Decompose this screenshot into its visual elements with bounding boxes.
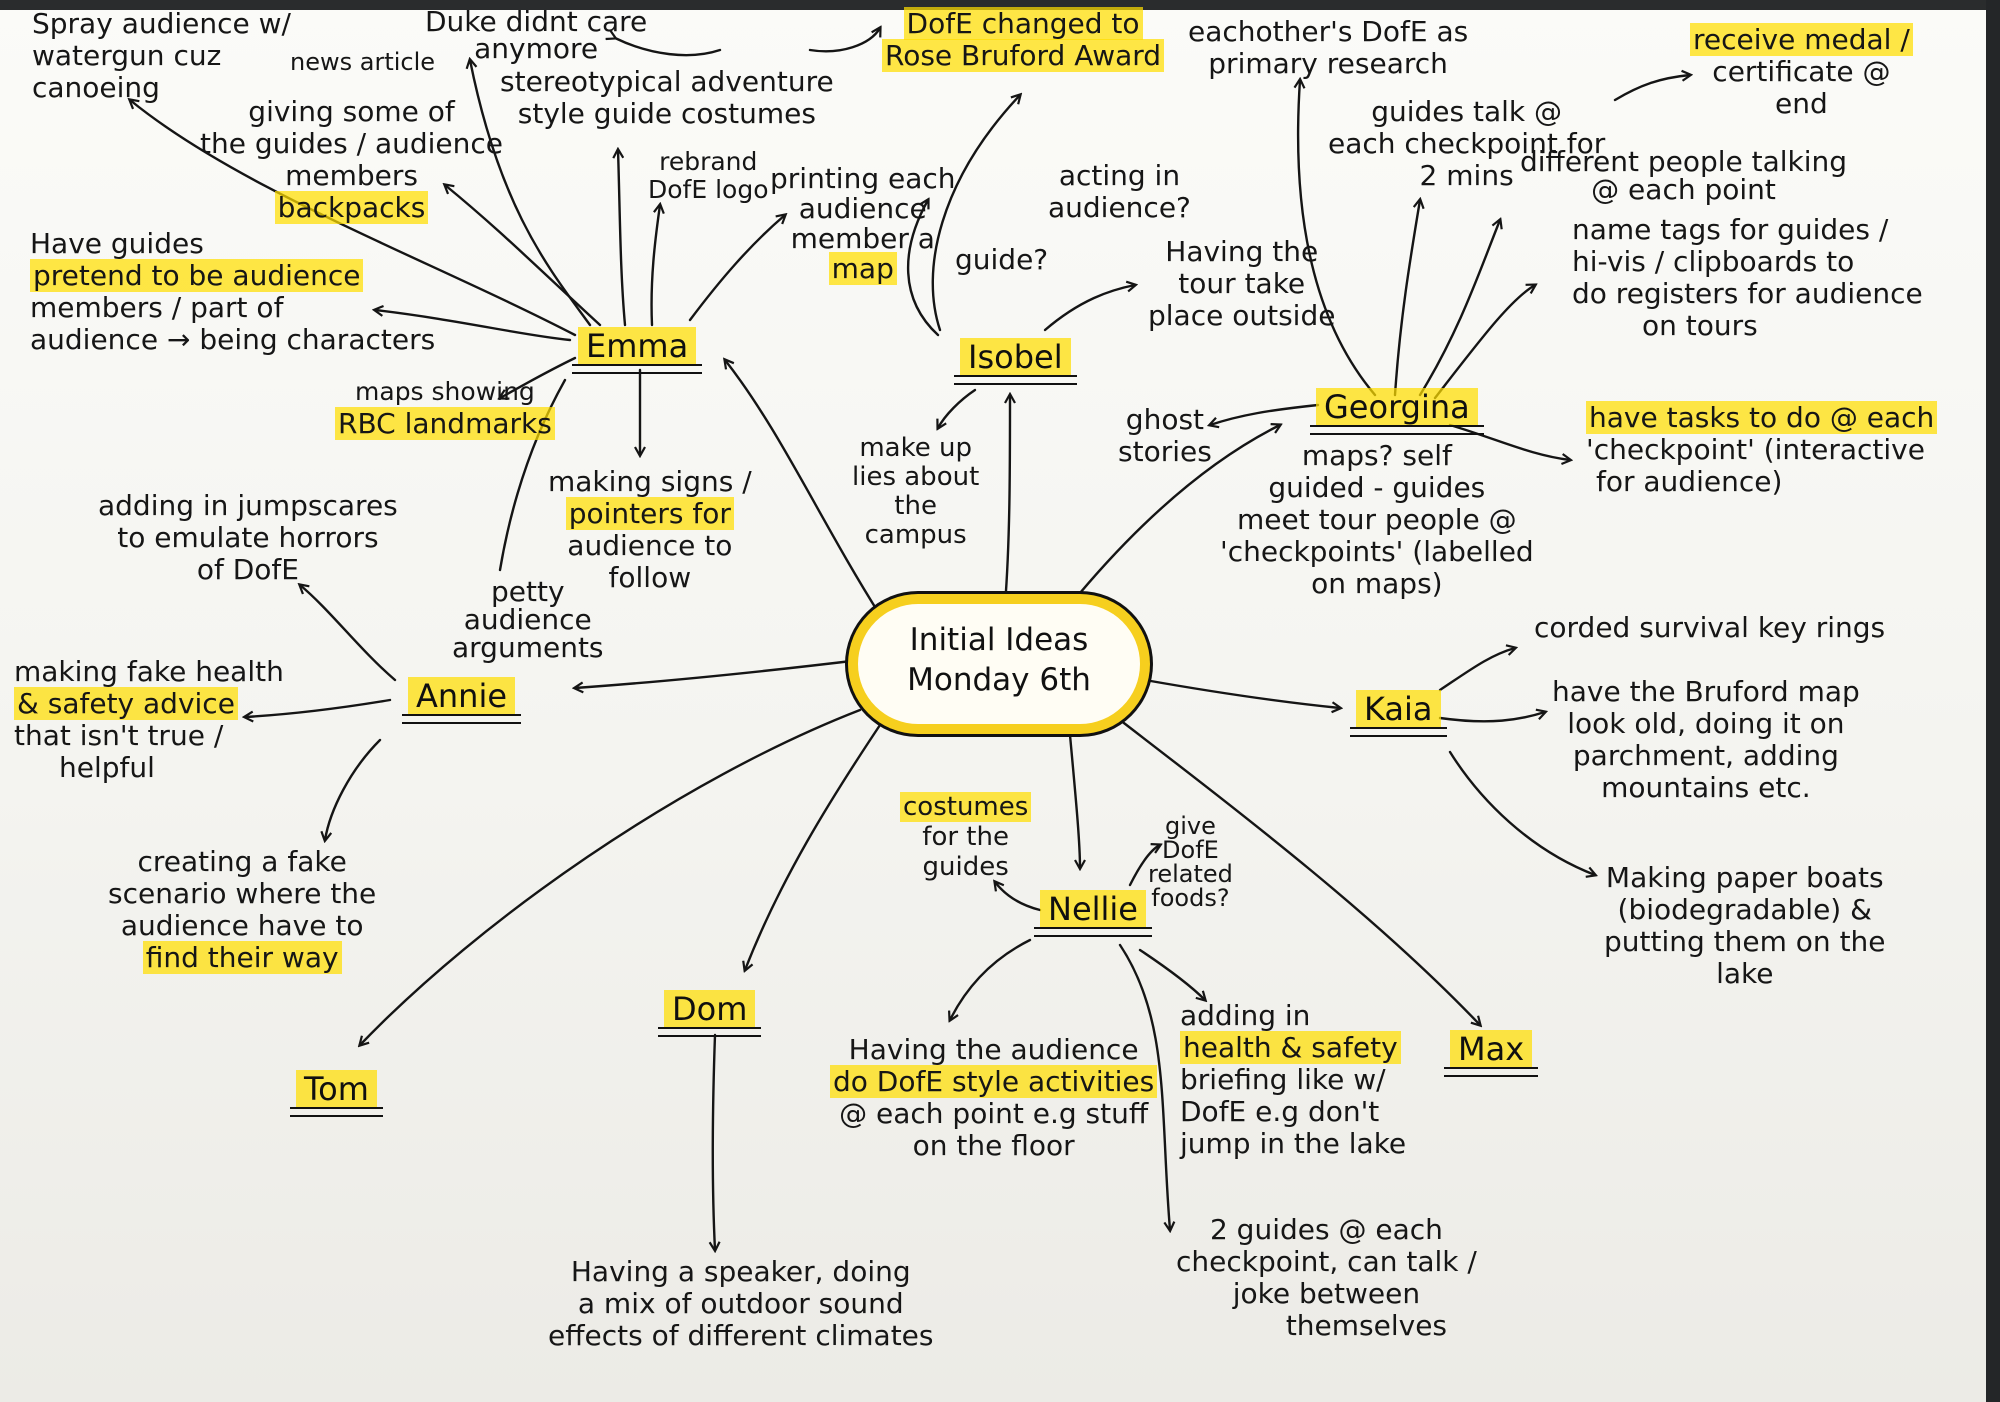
arrow-center-isobel bbox=[1003, 395, 1010, 607]
idea-guide-question: guide? bbox=[955, 243, 1049, 276]
idea-different-people: different people talking@ each point bbox=[1520, 145, 1848, 206]
cutting-mat-edge-right bbox=[1986, 0, 2000, 1402]
idea-name-tags: name tags for guides /hi-vis / clipboard… bbox=[1572, 213, 1923, 342]
central-topic: Initial Ideas Monday 6th bbox=[858, 620, 1140, 700]
idea-news-article: news article bbox=[290, 48, 436, 76]
arrow-center-annie bbox=[575, 658, 862, 688]
idea-receive-medal: receive medal /certificate @end bbox=[1690, 23, 1913, 120]
arrow-center-emma bbox=[725, 360, 882, 617]
arrow-center-kaia bbox=[1143, 678, 1340, 708]
node-isobel: Isobel bbox=[954, 338, 1077, 385]
central-topic-line2: Monday 6th bbox=[907, 662, 1091, 698]
idea-checkpoint-tasks: have tasks to do @ each'checkpoint' (int… bbox=[1586, 401, 1938, 498]
idea-survival-key-rings: corded survival key rings bbox=[1534, 611, 1886, 644]
node-emma: Emma bbox=[571, 327, 703, 374]
node-tom: Tom bbox=[290, 1070, 383, 1117]
central-topic-line1: Initial Ideas bbox=[909, 622, 1089, 658]
idea-paper-boats: Making paper boats(biodegradable) &putti… bbox=[1604, 861, 1886, 990]
arrow-center-max bbox=[1118, 718, 1480, 1025]
node-dom: Dom bbox=[657, 990, 762, 1037]
cutting-mat-edge-top bbox=[0, 0, 2000, 10]
central-topic-bubble bbox=[858, 604, 1140, 724]
arrow-center-nellie bbox=[1068, 733, 1080, 868]
node-kaia: Kaia bbox=[1350, 690, 1447, 737]
node-max: Max bbox=[1443, 1030, 1539, 1077]
arrow-center-tom bbox=[360, 708, 862, 1045]
node-georgina: Georgina bbox=[1310, 388, 1484, 435]
node-annie: Annie bbox=[401, 677, 522, 724]
node-nellie: Nellie bbox=[1034, 890, 1152, 937]
arrow-center-dom bbox=[745, 723, 882, 970]
arrow-center-georgina bbox=[1068, 425, 1280, 607]
